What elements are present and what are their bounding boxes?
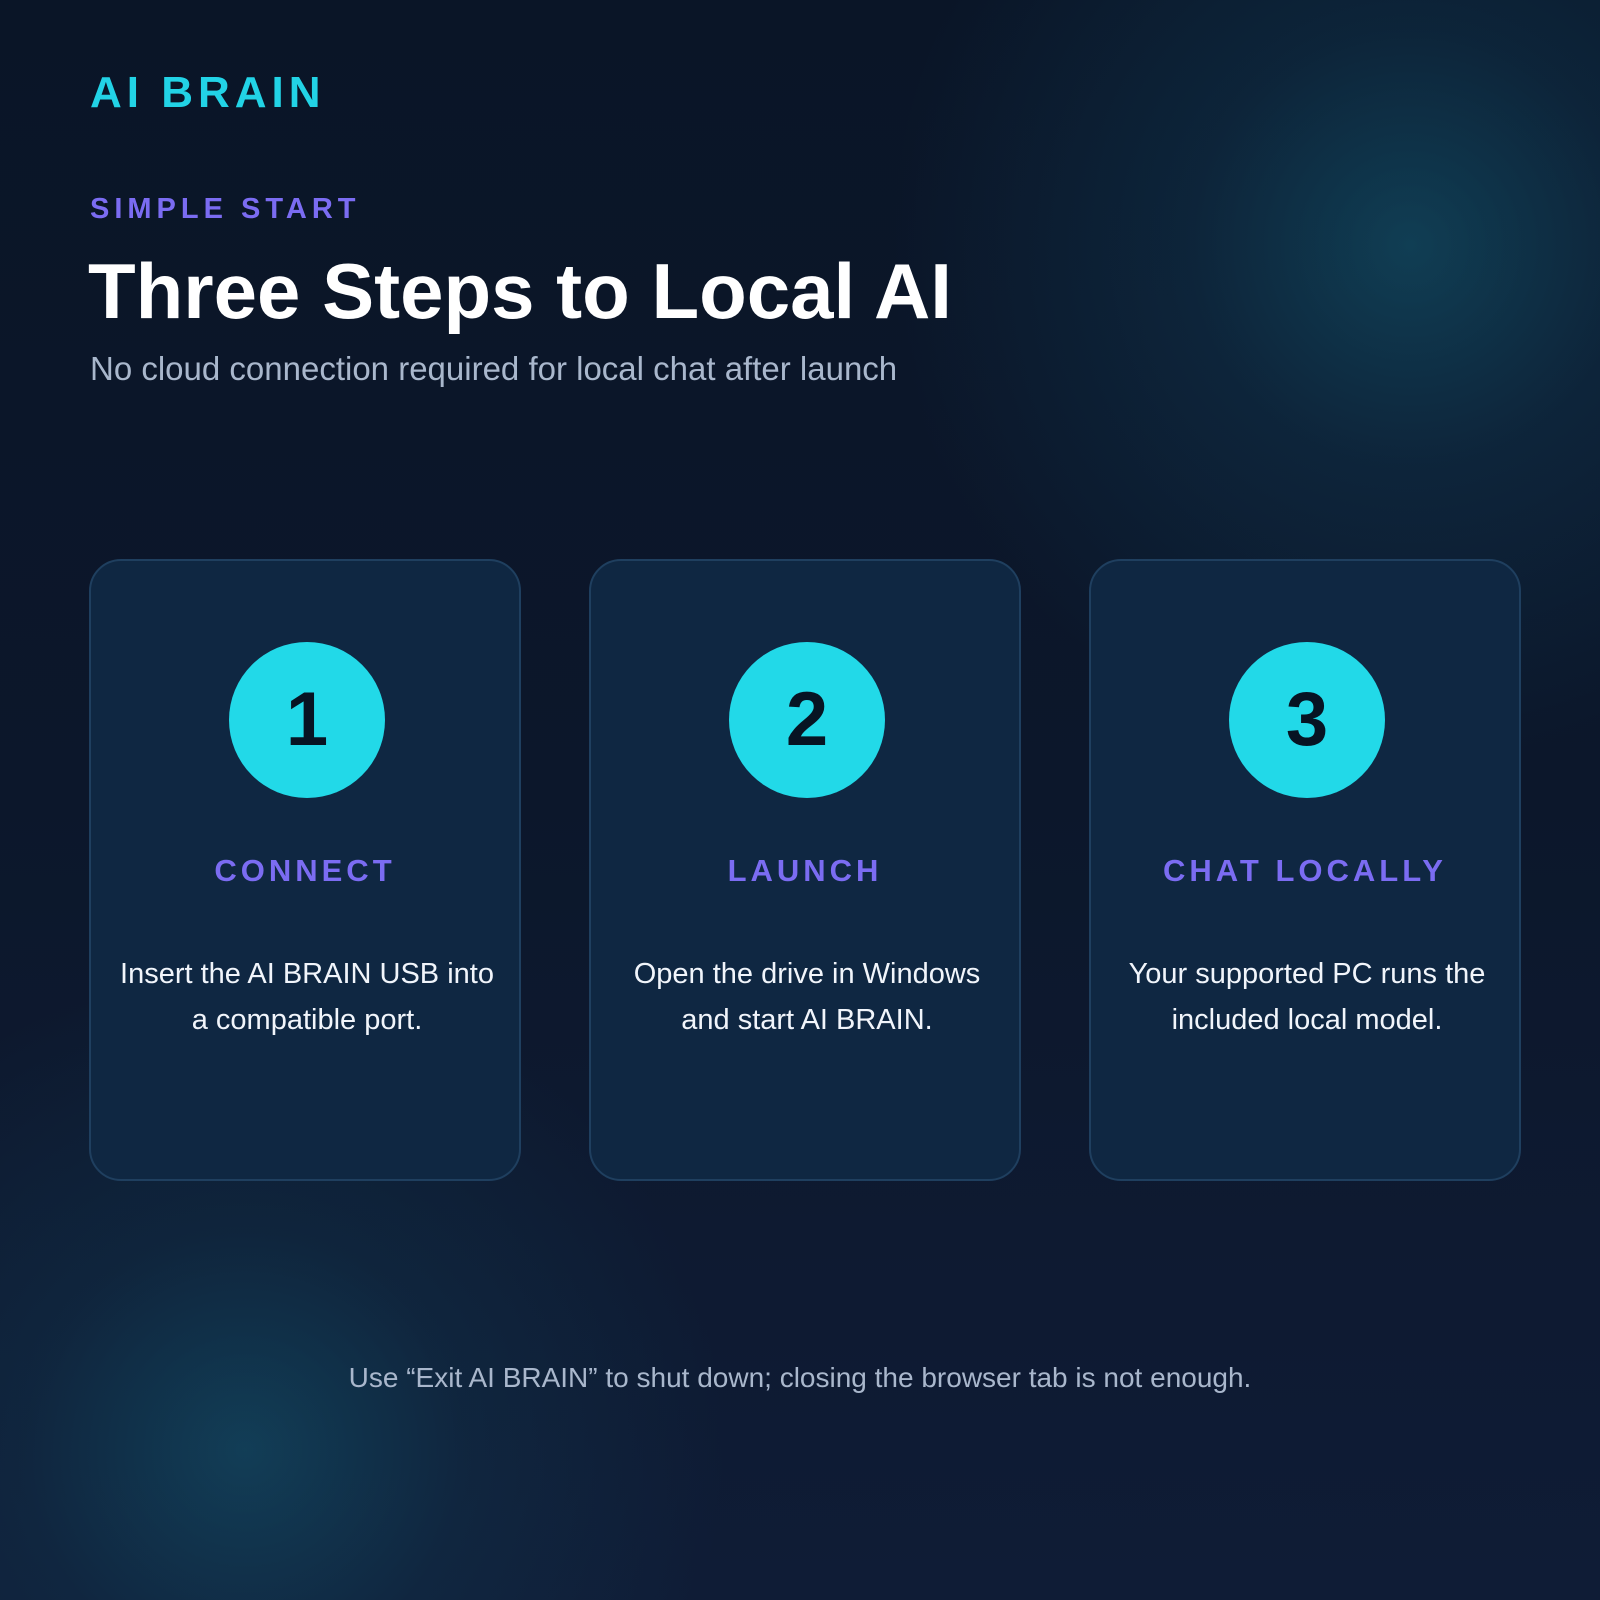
eyebrow-label: SIMPLE START xyxy=(90,193,361,225)
step-description: Your supported PC runs the included loca… xyxy=(1128,958,1486,1036)
step-card-connect: 1 CONNECT Insert the AI BRAIN USB into a… xyxy=(89,559,521,1181)
step-title: CONNECT xyxy=(214,853,396,888)
page-title: Three Steps to Local AI xyxy=(88,247,952,335)
brand-logo: AI BRAIN xyxy=(90,68,326,117)
step-description: Insert the AI BRAIN USB into a compatibl… xyxy=(120,958,494,1036)
steps-row: 1 CONNECT Insert the AI BRAIN USB into a… xyxy=(89,559,1521,1181)
step-number-badge: 1 xyxy=(229,642,385,798)
step-description: Open the drive in Windows and start AI B… xyxy=(633,958,981,1036)
footer-note: Use “Exit AI BRAIN” to shut down; closin… xyxy=(348,1362,1252,1393)
step-number-badge: 2 xyxy=(729,642,885,798)
step-card-chat-locally: 3 CHAT LOCALLY Your supported PC runs th… xyxy=(1089,559,1521,1181)
step-card-launch: 2 LAUNCH Open the drive in Windows and s… xyxy=(589,559,1021,1181)
step-number-badge: 3 xyxy=(1229,642,1385,798)
step-title: LAUNCH xyxy=(727,853,883,888)
page-subtitle: No cloud connection required for local c… xyxy=(90,350,898,387)
step-title: CHAT LOCALLY xyxy=(1163,853,1447,888)
